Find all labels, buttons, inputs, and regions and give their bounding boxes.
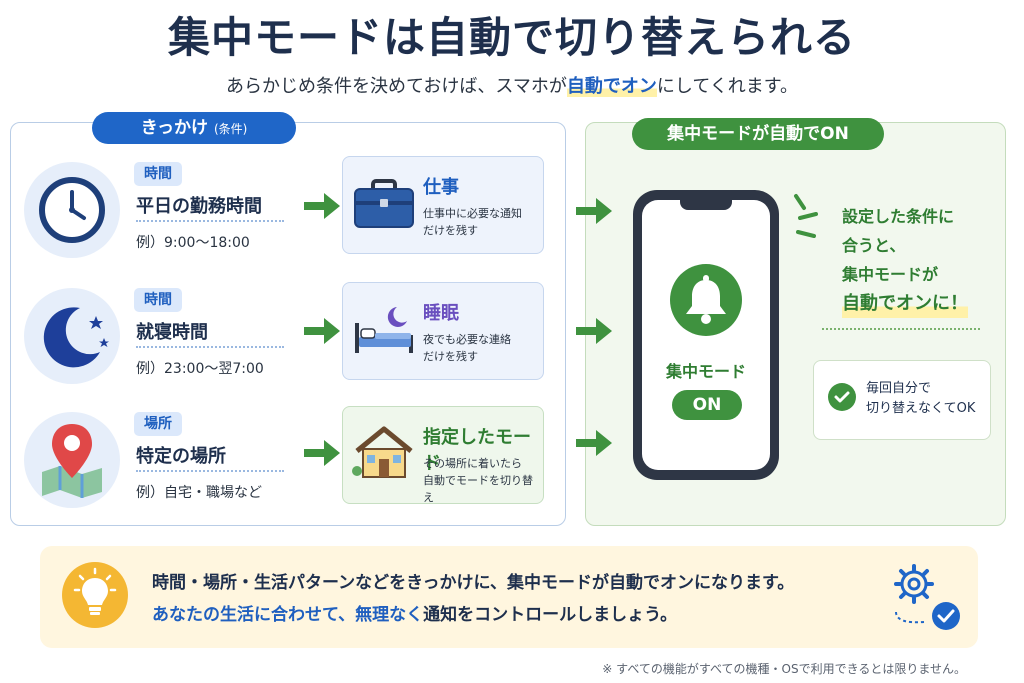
trigger-row-work: 時間 平日の勤務時間 例）9:00〜18:00 [10,152,566,272]
trigger-tag: 場所 [134,412,182,436]
explain-line-1: 設定した条件に [842,207,955,226]
trigger-example: 例）自宅・職場など [136,485,262,501]
subtitle: あらかじめ条件を決めておけば、スマホが自動でオンにしてくれます。 [0,72,1024,98]
arrow-right-icon [576,198,612,224]
triggers-label-text: きっかけ [140,118,209,138]
bed-icon [355,307,413,353]
trigger-example: 例）23:00〜翌7:00 [136,361,264,377]
arrow-right-icon [304,318,340,344]
mode-card-work: 仕事 仕事中に必要な通知だけを残す [342,156,544,254]
arrow-right-icon [304,440,340,466]
mode-name: 指定したモード [423,427,531,474]
triggers-label-sub: (条件) [213,122,248,136]
mode-desc-2: だけを残す [423,350,478,363]
burst-lines-icon [794,194,818,238]
explain-line-2: 合うと、 [842,236,906,255]
ok-text: 毎回自分で切り替えなくてOK [866,379,975,419]
triggers-panel-label: きっかけ (条件) [92,112,296,144]
mode-name: 仕事 [423,177,459,198]
subtitle-before: あらかじめ条件を決めておけば、スマホが [225,76,567,97]
mode-desc-1: 夜でも必要な連絡 [423,333,511,346]
divider [136,346,284,348]
disclaimer-note: ※ すべての機能がすべての機種・OSで利用できるとは限りません。 [602,662,966,676]
arrow-right-icon [576,430,612,456]
trigger-condition: 特定の場所 [136,446,226,467]
mode-desc-2: だけを残す [423,224,478,237]
briefcase-icon [354,179,414,228]
divider [822,328,980,330]
arrow-right-icon [576,318,612,344]
trigger-tag: 時間 [134,288,182,312]
trigger-row-location: 場所 特定の場所 例）自宅・職場など [10,402,566,522]
trigger-tag: 時間 [134,162,182,186]
trigger-condition: 平日の勤務時間 [136,196,262,217]
phone-mode-label: 集中モード [665,362,746,381]
trigger-condition: 就寝時間 [136,322,208,343]
trigger-row-sleep: 時間 就寝時間 例）23:00〜翌7:00 [10,278,566,398]
bell-icon [670,264,742,336]
explain-line-4: 自動でオンに！ [842,289,968,318]
divider [136,220,284,222]
checkmark-icon [828,383,856,411]
summary-banner [40,546,978,648]
no-manual-switch-card: 毎回自分で切り替えなくてOK [813,360,991,440]
mode-description: その場所に着いたら自動でモードを切り替え [423,455,543,506]
summary-line-1: 時間・場所・生活パターンなどをきっかけに、集中モードが自動でオンになります。 [152,573,795,593]
lightbulb-icon [62,562,128,628]
house-icon [352,426,413,478]
mode-desc-2: 自動でモードを切り替え [423,474,533,504]
gear-check-icon [894,564,960,630]
subtitle-highlight: 自動でオン [566,76,657,97]
subtitle-after: にしてくれます。 [656,76,799,97]
mode-card-custom: 指定したモード その場所に着いたら自動でモードを切り替え [342,406,544,504]
divider [136,470,284,472]
mode-description: 夜でも必要な連絡だけを残す [423,331,543,365]
moon-icon [24,288,120,384]
summary-line-2-rest: 通知をコントロールしましょう。 [423,605,678,625]
map-pin-icon [24,412,120,508]
mode-name: 睡眠 [423,303,459,324]
auto-on-explanation: 設定した条件に 合うと、 集中モードが 自動でオンに！ [842,202,968,318]
phone-on-badge: ON [672,390,742,420]
ok-line-2: 切り替えなくてOK [866,401,976,416]
mode-card-sleep: 睡眠 夜でも必要な連絡だけを残す [342,282,544,380]
phone-notch [680,198,732,210]
trigger-example: 例）9:00〜18:00 [136,235,250,251]
auto-on-panel-label: 集中モードが自動でON [632,118,884,150]
mode-desc-1: 仕事中に必要な通知 [423,207,522,220]
page-title: 集中モードは自動で切り替えられる [167,13,856,62]
arrow-right-icon [304,193,340,219]
summary-line-2: あなたの生活に合わせて、無理なく通知をコントロールしましょう。 [152,600,677,625]
mode-desc-1: その場所に着いたら [423,457,522,470]
mode-description: 仕事中に必要な通知だけを残す [423,205,543,239]
explain-line-3: 集中モードが [842,265,939,284]
clock-icon [24,162,120,258]
summary-line-2-highlight: あなたの生活に合わせて、無理なく [152,605,424,625]
ok-line-1: 毎回自分で [866,381,932,396]
